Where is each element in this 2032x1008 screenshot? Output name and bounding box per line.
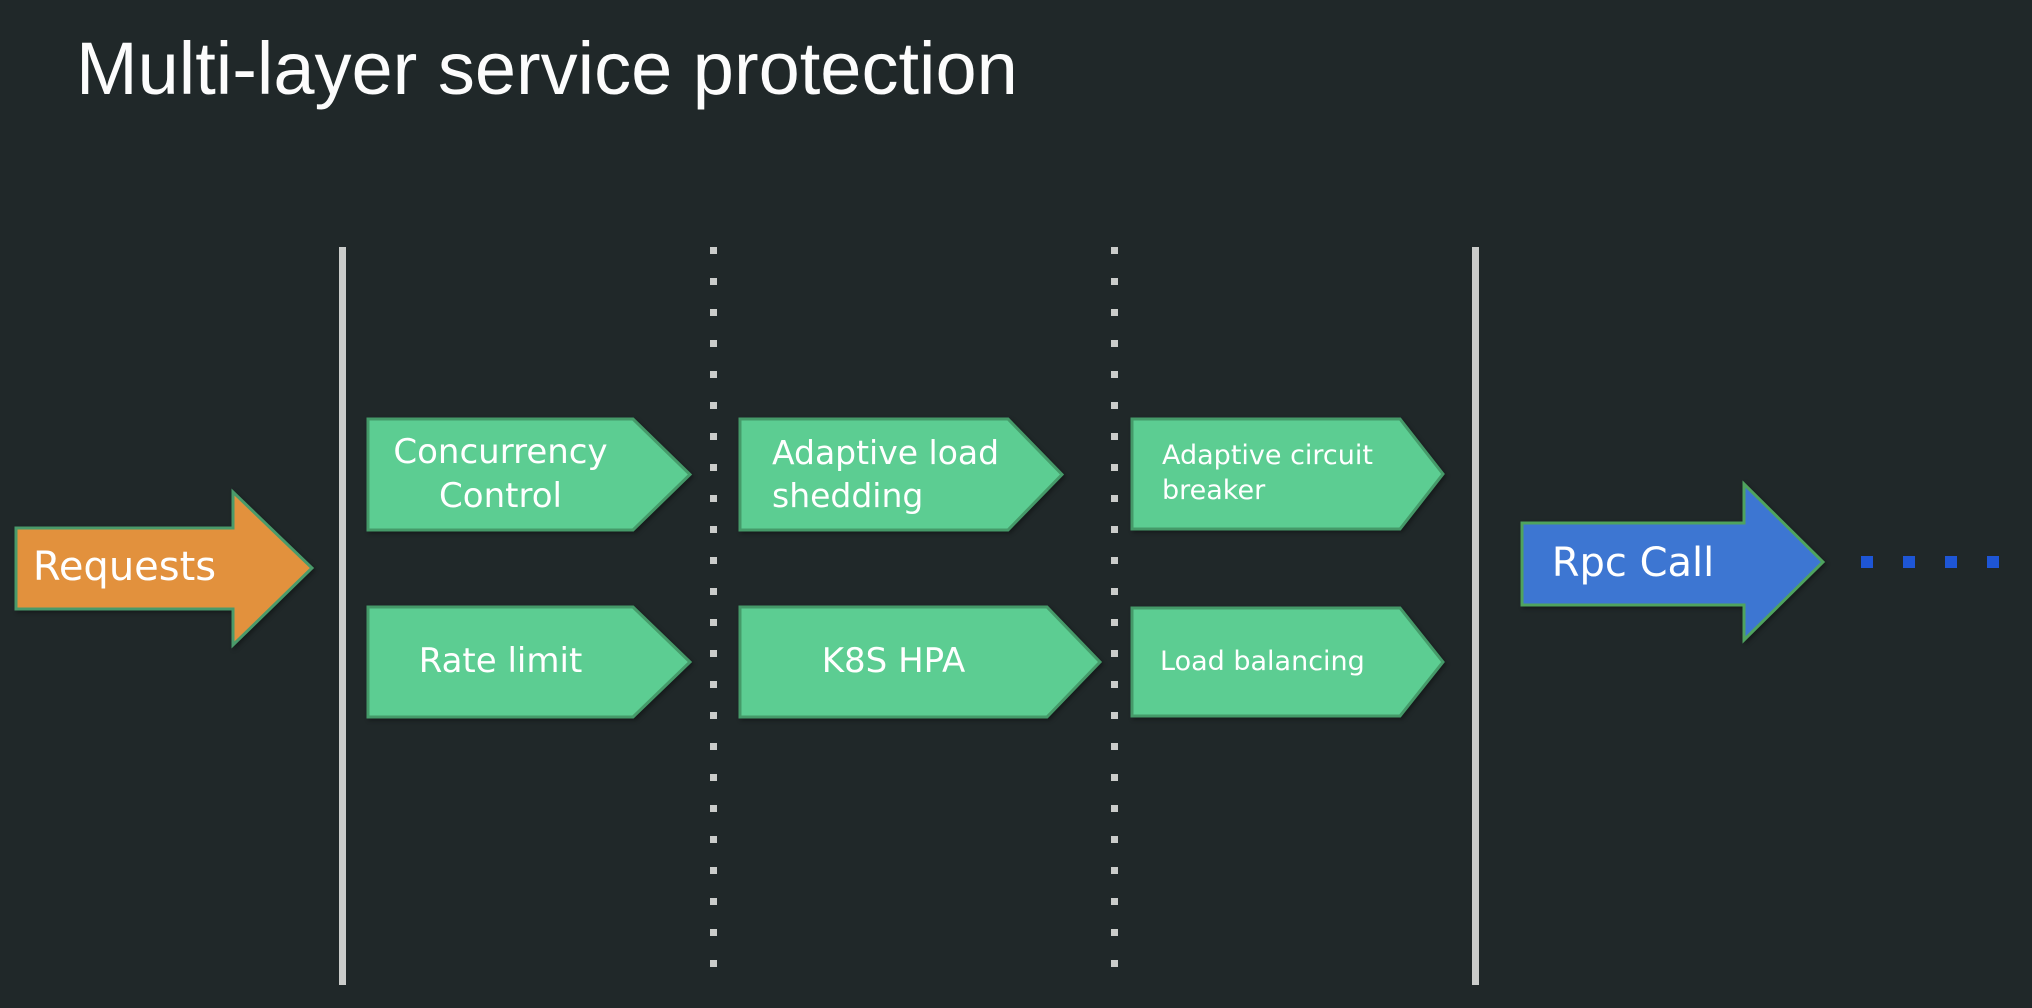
requests-arrow-icon xyxy=(14,488,315,649)
dot-icon xyxy=(1903,556,1915,568)
pentagon-shape xyxy=(366,417,693,532)
requests-arrow-label: Requests xyxy=(32,544,217,591)
rpc-call-arrow-label: Rpc Call xyxy=(1551,540,1715,587)
stage-shape-concurrency-control xyxy=(366,417,693,532)
dot-icon xyxy=(1861,556,1873,568)
dot-icon xyxy=(1987,556,1999,568)
boundary-line-right xyxy=(1472,247,1479,985)
pentagon-shape xyxy=(738,605,1103,719)
stage-shape-adaptive-load-shedding xyxy=(738,417,1065,532)
pentagon-shape xyxy=(1130,417,1445,531)
right-arrow-shape xyxy=(14,488,315,649)
dotted-separator-2 xyxy=(1111,247,1118,974)
pentagon-shape xyxy=(1130,606,1445,718)
stage-label-load-balancing: Load balancing xyxy=(1160,645,1365,677)
page-title: Multi-layer service protection xyxy=(76,27,1018,110)
pentagon-shape xyxy=(738,417,1065,532)
stage-shape-adaptive-circuit-breaker xyxy=(1130,417,1445,531)
stage-label-adaptive-load-shedding: Adaptive load shedding xyxy=(772,433,1000,515)
right-arrow-shape xyxy=(1520,480,1826,644)
rpc-continuation-dots xyxy=(1861,556,1999,568)
stage-label-rate-limit: Rate limit xyxy=(418,641,583,682)
rpc-call-arrow-icon xyxy=(1520,480,1826,644)
stage-label-concurrency-control: Concurrency Control xyxy=(393,431,608,516)
stage-shape-k8s-hpa xyxy=(738,605,1103,719)
stage-shape-load-balancing xyxy=(1130,606,1445,718)
stage-label-k8s-hpa: K8S HPA xyxy=(821,641,966,682)
dot-icon xyxy=(1945,556,1957,568)
stage-shape-rate-limit xyxy=(366,605,693,719)
pentagon-shape xyxy=(366,605,693,719)
dotted-separator-1 xyxy=(710,247,717,974)
stage-label-adaptive-circuit-breaker: Adaptive circuit breaker xyxy=(1162,440,1373,506)
boundary-line-left xyxy=(339,247,346,985)
